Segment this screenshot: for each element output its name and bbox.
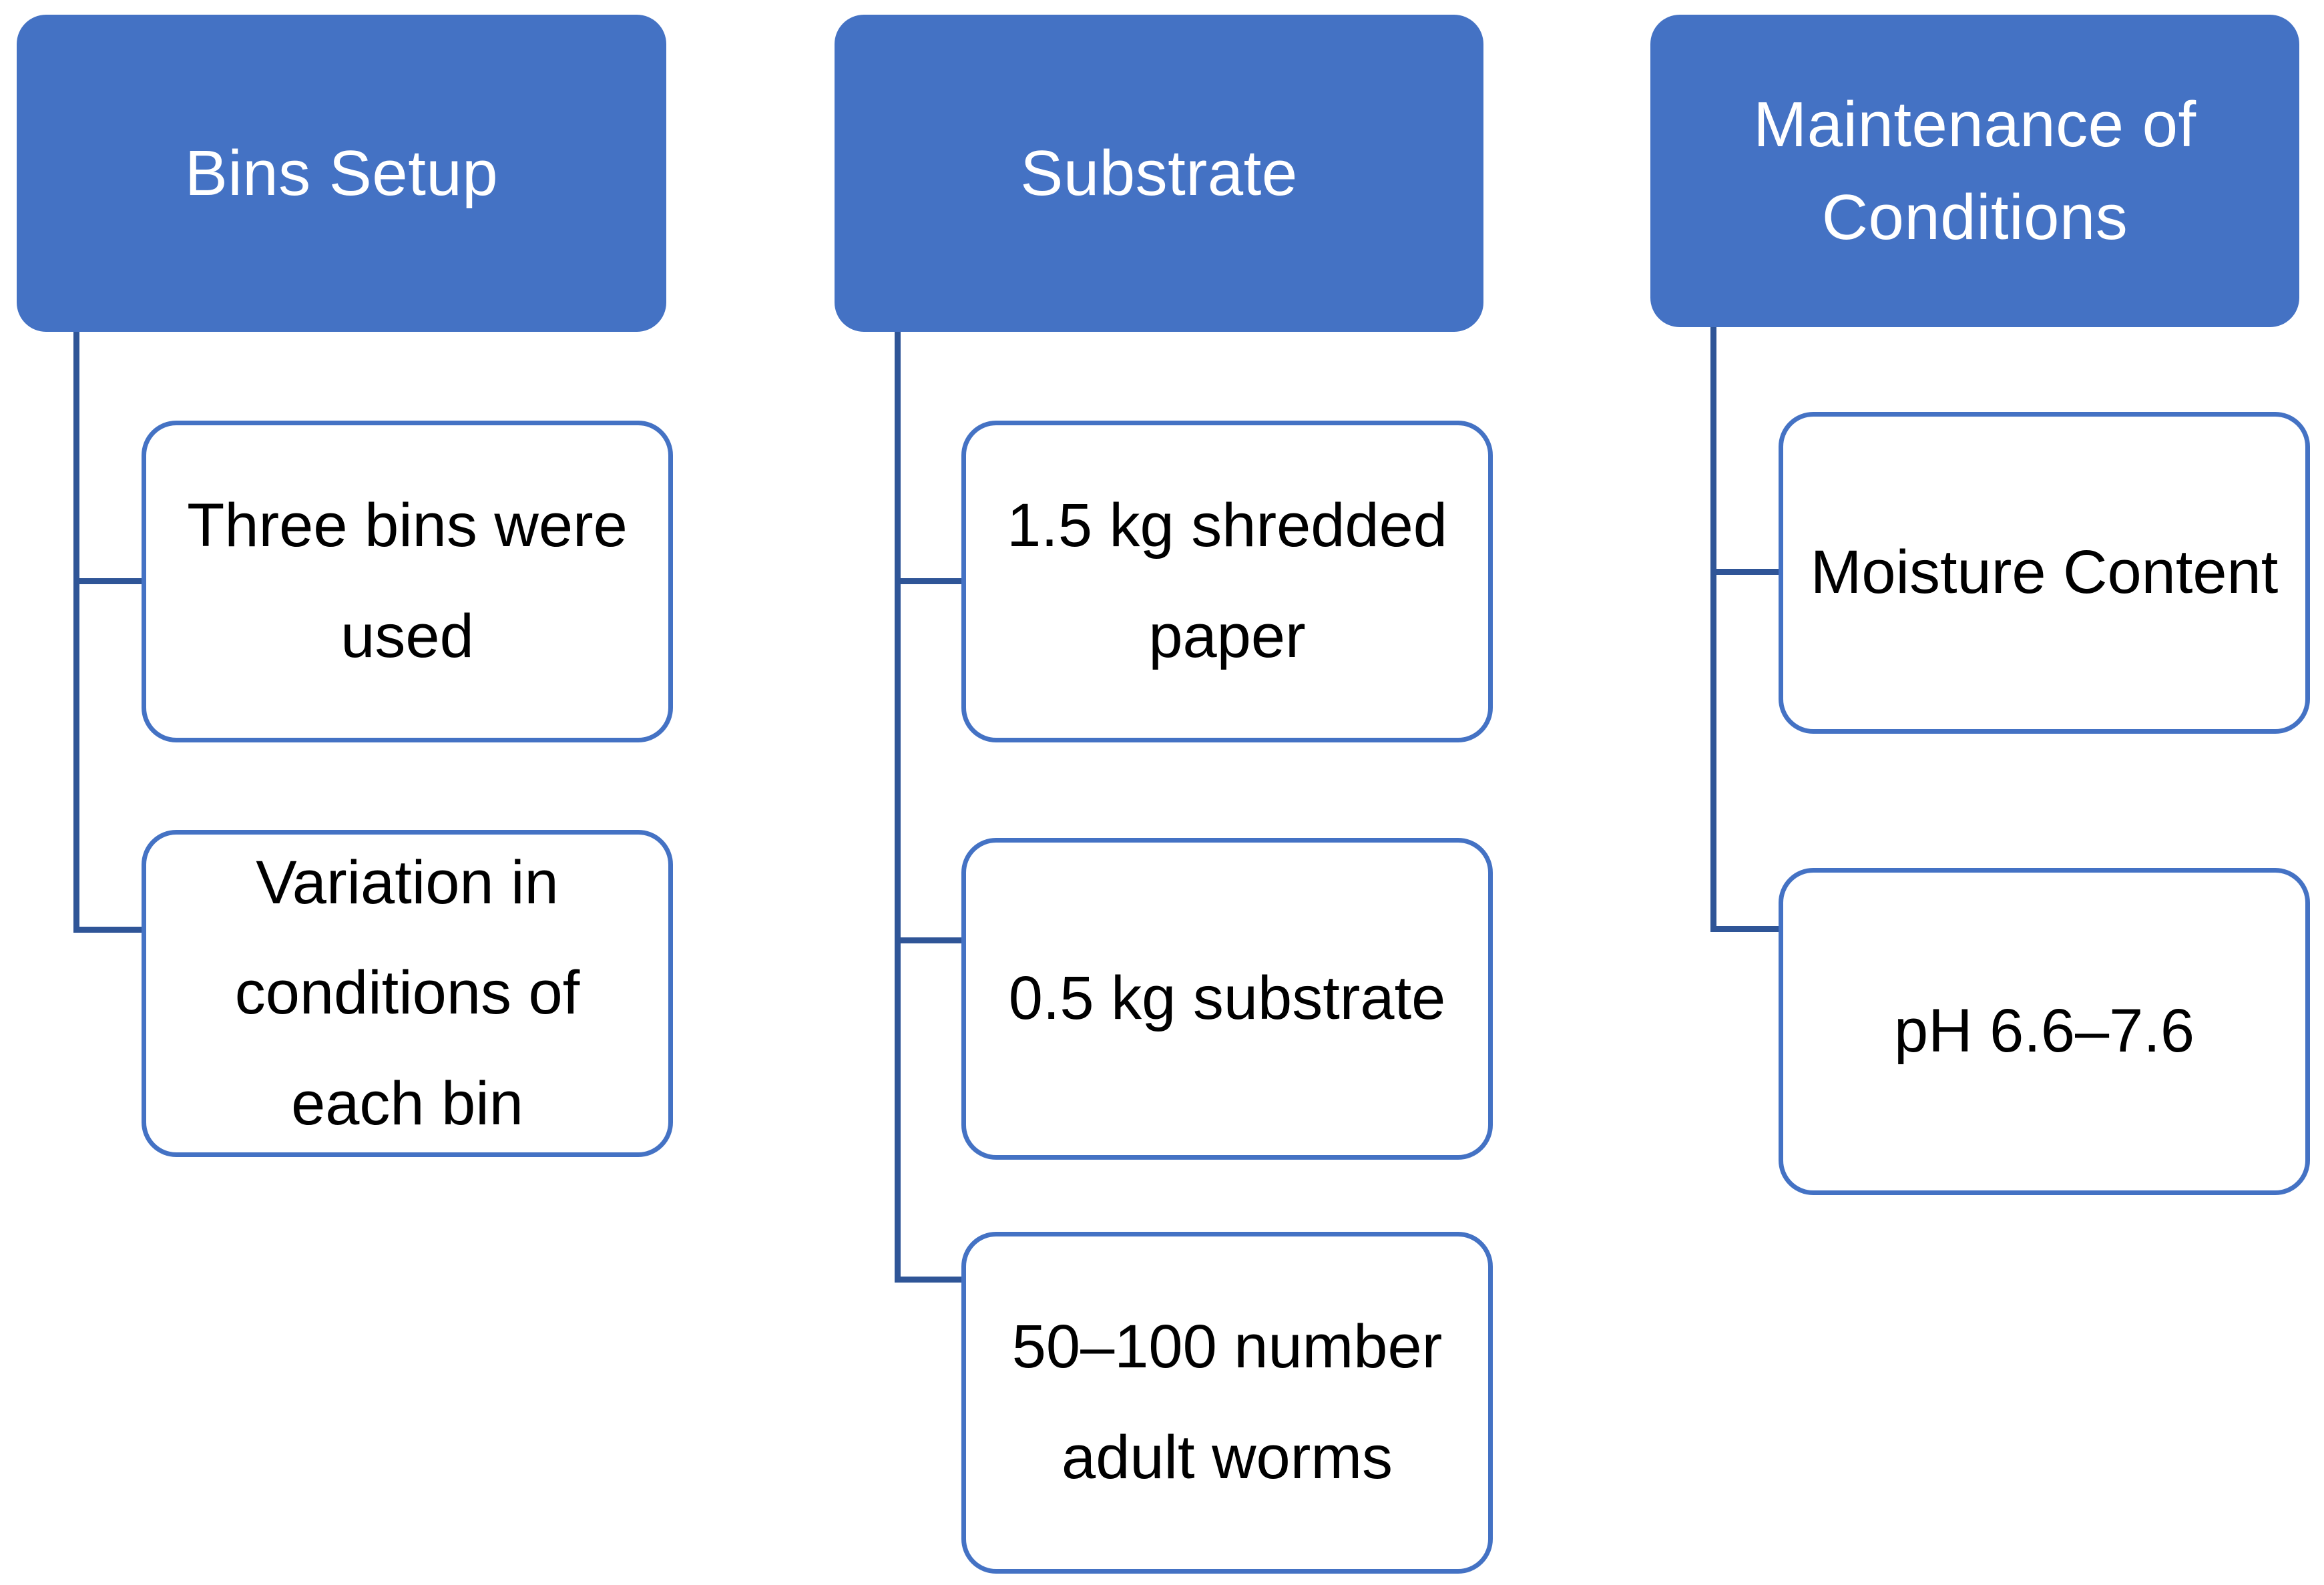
child-box-ph-range[interactable]: pH 6.6–7.6 — [1779, 868, 2310, 1195]
connector-stub-maintenance-1 — [1710, 569, 1783, 575]
connector-stub-bins-setup-2 — [73, 927, 146, 933]
child-label-ph-range: pH 6.6–7.6 — [1893, 997, 2195, 1066]
connector-stub-maintenance-2 — [1710, 926, 1783, 932]
connector-trunk-maintenance — [1710, 327, 1716, 932]
child-box-shredded-paper[interactable]: 1.5 kg shredded paper — [961, 421, 1493, 742]
child-label-substrate-mass: 0.5 kg substrate — [1008, 964, 1446, 1033]
child-label-moisture-content: Moisture Content — [1810, 538, 2279, 607]
header-box-substrate[interactable]: Substrate — [835, 15, 1483, 332]
header-box-bins-setup[interactable]: Bins Setup — [17, 15, 666, 332]
child-label-three-bins-were-used: Three bins were used — [187, 491, 628, 670]
header-label-bins-setup: Bins Setup — [184, 137, 499, 209]
connector-stub-substrate-3 — [895, 1277, 965, 1283]
header-box-maintenance-of-conditions[interactable]: Maintenance of Conditions — [1650, 15, 2299, 327]
header-label-substrate: Substrate — [1020, 137, 1298, 209]
header-label-maintenance-of-conditions: Maintenance of Conditions — [1753, 88, 2196, 253]
connector-trunk-bins-setup — [73, 332, 79, 933]
child-box-three-bins-were-used[interactable]: Three bins were used — [142, 421, 673, 742]
connector-trunk-substrate — [895, 332, 901, 1283]
child-box-moisture-content[interactable]: Moisture Content — [1779, 412, 2310, 734]
connector-stub-bins-setup-1 — [73, 578, 146, 584]
child-label-adult-worms: 50–100 number adult worms — [1011, 1313, 1443, 1492]
child-box-substrate-mass[interactable]: 0.5 kg substrate — [961, 838, 1493, 1160]
child-label-shredded-paper: 1.5 kg shredded paper — [1007, 491, 1447, 670]
connector-stub-substrate-1 — [895, 578, 965, 584]
child-label-variation-in-conditions-of-each-bin: Variation in conditions of each bin — [234, 848, 580, 1138]
child-box-variation-in-conditions-of-each-bin[interactable]: Variation in conditions of each bin — [142, 830, 673, 1157]
connector-stub-substrate-2 — [895, 937, 965, 943]
child-box-adult-worms[interactable]: 50–100 number adult worms — [961, 1232, 1493, 1574]
